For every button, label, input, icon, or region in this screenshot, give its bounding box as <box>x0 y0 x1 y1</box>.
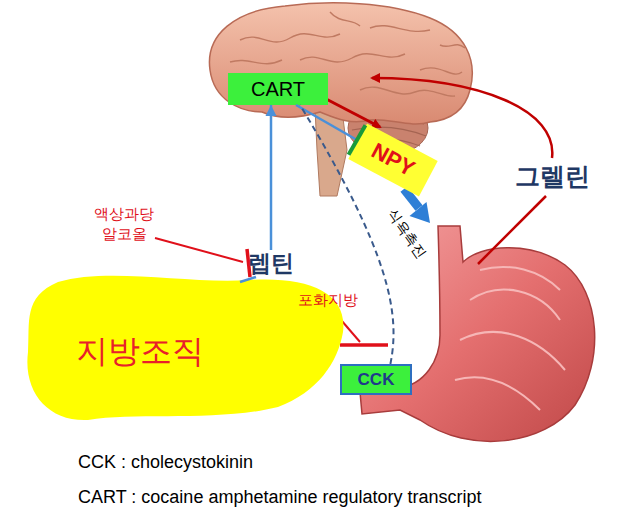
blob-fill <box>27 276 343 420</box>
inhibition-bar <box>340 343 388 347</box>
node-text: CART <box>251 78 305 101</box>
stomach-folds <box>455 267 565 410</box>
abbreviation-note: CART : cocaine amphetamine regulatory tr… <box>78 487 482 508</box>
inhibition-line <box>155 238 243 262</box>
connector-line <box>296 105 357 140</box>
inhibition-bar <box>349 125 366 154</box>
node-text: CCK <box>358 370 395 390</box>
connector-line <box>300 105 394 364</box>
connector <box>300 105 394 364</box>
hormone-label: 렙틴 <box>248 248 294 279</box>
node-text: NPY <box>367 138 419 182</box>
abbreviation-note: CCK : cholecystokinin <box>78 452 253 473</box>
connector-line <box>270 105 273 250</box>
brainstem <box>315 108 347 196</box>
neuropeptide-box: NPY <box>348 124 437 197</box>
factor-note: 액상과당 알코올 <box>88 204 160 244</box>
arrow-head <box>266 105 277 116</box>
factor-note: 포화지방 <box>298 290 358 310</box>
ghrelin-line <box>478 196 546 264</box>
hormone-label: 그렐린 <box>515 160 590 193</box>
node-text: 지방조직 <box>76 330 204 374</box>
connector <box>240 105 277 282</box>
connector-line <box>240 277 256 282</box>
hormone-box: CART <box>228 73 328 105</box>
effect-label: 식욕촉진 <box>383 206 430 262</box>
connector <box>296 105 365 155</box>
stomach <box>360 226 595 441</box>
hormone-box: CCK <box>340 364 412 395</box>
appetite-arrow-head <box>410 202 431 223</box>
